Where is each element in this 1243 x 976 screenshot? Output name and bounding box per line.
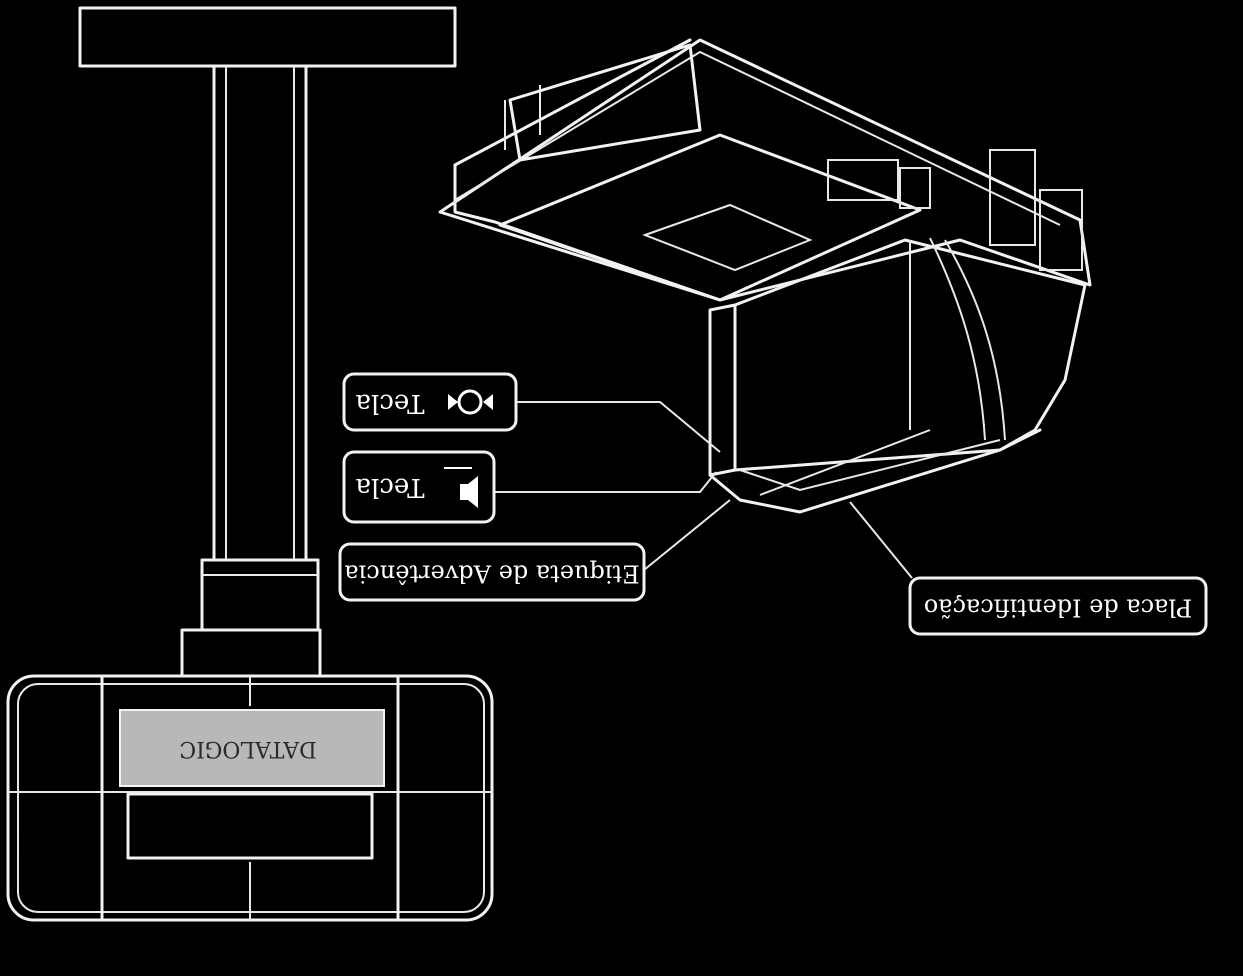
callout-id-plate-text: Placa de Identificação [924, 594, 1193, 622]
callout-key-power: Tecla [342, 372, 518, 432]
callout-key-power-label: Tecla [355, 388, 424, 418]
scanner-head: DATALOGIC [6, 674, 494, 922]
stand-base-plate [78, 6, 457, 68]
stand-assembly [78, 6, 457, 678]
callout-id-plate: Placa de Identificação [908, 576, 1208, 636]
stand-collar [200, 558, 320, 632]
brand-label: DATALOGIC [179, 736, 316, 761]
callout-key-speaker: Tecla [342, 450, 496, 524]
brand-label-panel [119, 709, 385, 787]
stand-pole [212, 64, 308, 562]
scan-window [126, 792, 374, 860]
stand-bracket [180, 628, 322, 678]
scanner-box [438, 38, 1092, 514]
speaker-icon [444, 467, 478, 508]
power-key-icon [448, 389, 493, 415]
leader-lines [494, 401, 913, 579]
callout-warning-label-text: Etiqueta de Advertência [344, 560, 639, 588]
callout-warning-label: Etiqueta de Advertência [338, 542, 646, 602]
callout-key-speaker-label: Tecla [355, 472, 424, 502]
